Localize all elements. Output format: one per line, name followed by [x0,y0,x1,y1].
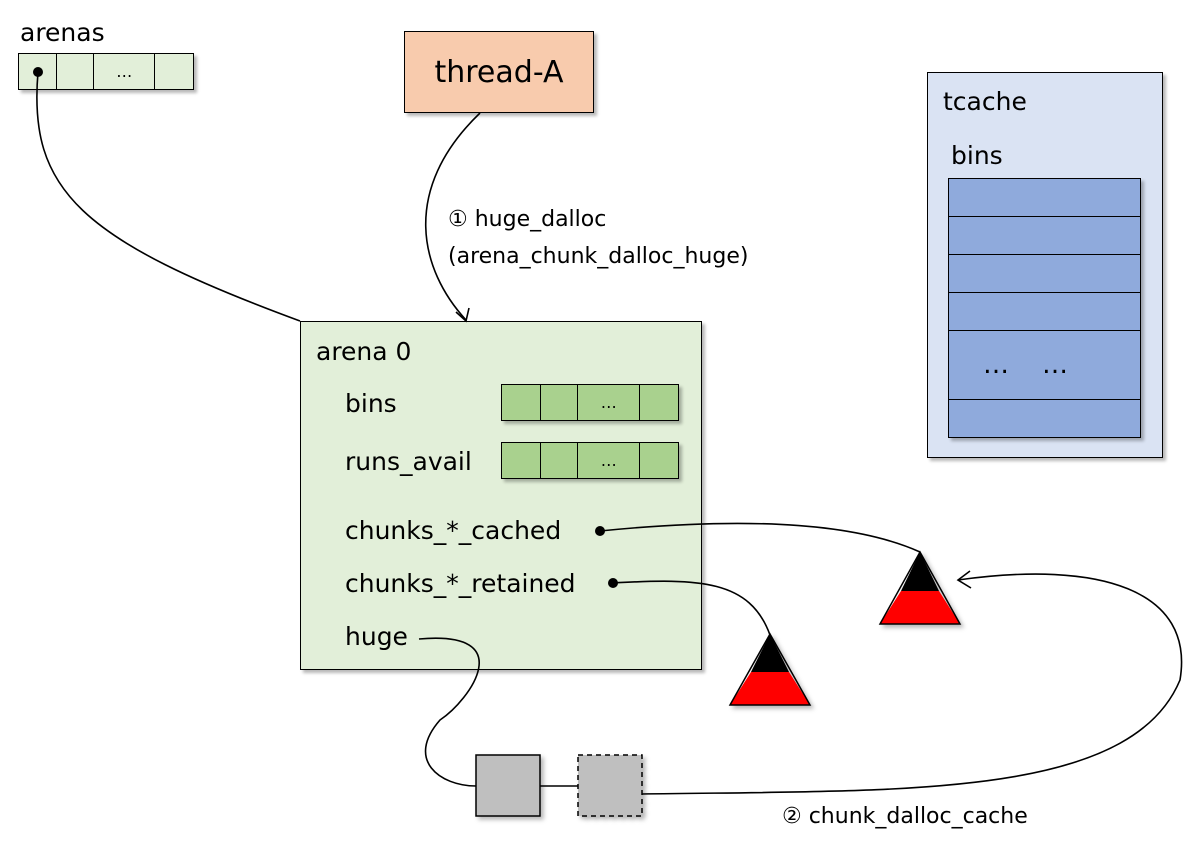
arena0-runs-avail-array: … [501,442,679,479]
cached-tree-top [901,552,939,591]
retained-tree-bottom [730,672,810,705]
thread-to-arena0-arrow [424,112,481,321]
chunk-dalloc-cache-arrow [641,573,1183,795]
tcache-bin-row-ellipsis: … … [949,331,1140,400]
arena0-bins-cell [541,385,579,420]
thread-arrow-head [455,307,470,323]
arena0-runs-avail-label: runs_avail [345,447,472,476]
arenas-label: arenas [20,18,105,47]
arena0-runs-avail-cell [541,443,579,478]
tcache-bin-row [949,217,1140,255]
chunks-cached-line [599,522,921,553]
arenas-cell [57,54,95,89]
tcache-bins-stack: … … [948,178,1141,438]
step2-label: ② chunk_dalloc_cache [782,804,1028,829]
arena0-bins-cell: … [578,385,641,420]
tcache-bin-row [949,293,1140,331]
arena0-title: arena 0 [316,337,412,366]
freed-chunk [577,754,643,817]
arenas-cell [19,54,57,89]
arena0-bins-cell [502,385,541,420]
thread-a-box: thread-A [404,31,594,113]
tcache-bin-row [949,255,1140,293]
arena0-runs-avail-cell [502,443,541,478]
step1-line2: (arena_chunk_dalloc_huge) [448,244,749,269]
arenas-array: … [18,53,194,90]
tcache-bin-row [949,179,1140,217]
arenas-to-arena0-line [36,71,301,322]
arena0-bins-label: bins [345,389,397,418]
tcache-bins-label: bins [951,141,1003,170]
arenas-cell: … [94,54,156,89]
huge-chunk [475,754,541,817]
retained-tree-top [751,634,789,672]
tcache-title: tcache [943,87,1027,116]
chunks-cached-tree [878,550,962,625]
step1-line1: ① huge_dalloc [448,207,607,232]
huge-to-chunk-line [418,637,480,787]
chunks-retained-tree [728,632,812,706]
arena0-runs-avail-cell: … [578,443,641,478]
arena0-box [300,321,702,670]
arena0-chunks-cached-label: chunks_*_cached [345,516,562,545]
cached-tree-bottom [880,591,960,624]
arena0-chunks-retained-label: chunks_*_retained [345,569,576,598]
arena0-bins-array: … [501,384,679,421]
chunk-dalloc-cache-arrow-head [956,570,972,589]
thread-a-label: thread-A [434,54,564,90]
chunks-retained-line [612,580,771,636]
arena0-huge-label: huge [345,622,408,651]
